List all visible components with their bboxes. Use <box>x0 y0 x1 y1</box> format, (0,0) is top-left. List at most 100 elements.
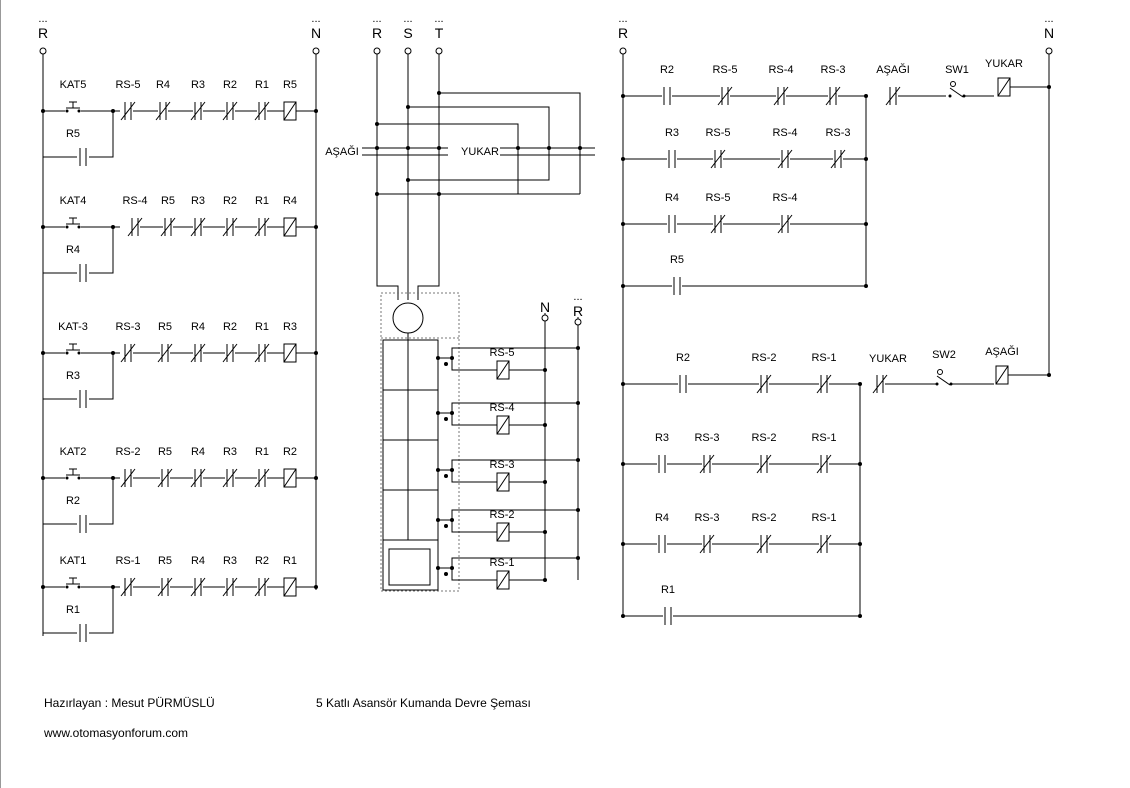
hold-contact-label: R4 <box>66 244 80 256</box>
nc-contact <box>120 343 136 363</box>
nc-contact-label: R3 <box>223 446 237 458</box>
floor-button-label: KAT5 <box>60 79 87 91</box>
junction-dot <box>450 356 454 360</box>
rail-dots: ... <box>618 13 627 25</box>
rail-label-s: S <box>403 25 412 41</box>
down-enable-contact <box>657 535 667 553</box>
up-sensor-nc-contact <box>773 86 789 106</box>
hold-branch <box>42 478 114 525</box>
up-limit-switch <box>948 81 966 99</box>
nc-contact <box>155 101 171 121</box>
rail-dots: ... <box>372 13 381 25</box>
nc-contact-label: R2 <box>255 555 269 567</box>
junction-dot <box>516 146 520 150</box>
junction-dot <box>41 351 45 355</box>
nc-contact <box>254 101 270 121</box>
junction-dot <box>436 468 440 472</box>
down-enable-label: R1 <box>661 584 675 596</box>
sensor-wire <box>438 557 578 569</box>
nc-contact <box>157 468 173 488</box>
floor-call-button <box>65 101 81 113</box>
position-sensor-label: RS-4 <box>489 402 514 414</box>
nc-contact-label: R5 <box>158 321 172 333</box>
nc-contact-label: R1 <box>255 195 269 207</box>
hold-contact <box>78 624 88 642</box>
up-interlock-contact <box>885 86 901 106</box>
junction-dot <box>621 542 625 546</box>
nc-contact-label: RS-5 <box>115 79 140 91</box>
position-sensor-coil <box>496 570 510 590</box>
down-enable-contact <box>657 455 667 473</box>
hold-contact <box>78 148 88 166</box>
down-enable-contact <box>678 375 688 393</box>
relay-coil-label: R4 <box>283 195 297 207</box>
junction-dot <box>450 518 454 522</box>
junction-dot <box>314 476 318 480</box>
down-limit-switch <box>935 369 953 387</box>
sensor-contact <box>444 524 448 528</box>
junction-dot <box>111 476 115 480</box>
nc-contact <box>190 577 206 597</box>
down-sensor-nc-label: RS-3 <box>694 432 719 444</box>
down-sensor-nc-label: RS-3 <box>694 512 719 524</box>
rail-label-r-right: R <box>618 25 628 41</box>
nc-contact <box>157 343 173 363</box>
up-sensor-nc-contact <box>710 214 726 234</box>
nc-contact <box>190 101 206 121</box>
up-sensor-nc-contact <box>777 214 793 234</box>
junction-dot <box>621 157 625 161</box>
relay-coil <box>283 577 297 597</box>
nc-contact-label: R2 <box>223 195 237 207</box>
terminal <box>619 47 627 55</box>
nc-contact-label: RS-2 <box>115 446 140 458</box>
down-sensor-nc-contact <box>699 534 715 554</box>
contactor-down-label: AŞAĞI <box>325 145 359 158</box>
junction-dot <box>543 368 547 372</box>
up-sensor-nc-contact <box>710 149 726 169</box>
junction-dot <box>437 192 441 196</box>
floor-call-button <box>65 468 81 480</box>
junction-dot <box>1047 85 1051 89</box>
down-sensor-nc-contact <box>816 374 832 394</box>
junction-dot <box>576 508 580 512</box>
junction-dot <box>436 411 440 415</box>
sensor-wire <box>451 568 497 581</box>
nc-contact <box>157 577 173 597</box>
floor-call-button <box>65 217 81 229</box>
up-interlock-label: AŞAĞI <box>876 63 910 76</box>
up-sensor-nc-label: RS-4 <box>772 192 797 204</box>
junction-dot <box>543 423 547 427</box>
down-motor-coil <box>995 365 1009 385</box>
junction-dot <box>621 614 625 618</box>
sensor-contact <box>444 417 448 421</box>
hold-branch <box>42 353 114 400</box>
junction-dot <box>375 122 379 126</box>
position-sensor-label: RS-1 <box>489 557 514 569</box>
down-coil-label: AŞAĞI <box>985 345 1019 358</box>
down-sensor-nc-label: RS-1 <box>811 352 836 364</box>
sensor-contact <box>444 474 448 478</box>
sensor-wire <box>451 470 497 483</box>
nc-contact <box>222 343 238 363</box>
up-enable-contact <box>667 215 677 233</box>
junction-dot <box>375 192 379 196</box>
sensor-wire <box>438 459 578 471</box>
junction-dot <box>375 146 379 150</box>
nc-contact-label: R4 <box>191 321 205 333</box>
diagram-title: 5 Katlı Asansör Kumanda Devre Şeması <box>316 696 531 710</box>
junction-dot <box>314 585 318 589</box>
nc-contact-label: RS-4 <box>122 195 147 207</box>
up-sensor-nc-label: RS-5 <box>705 127 730 139</box>
nc-contact <box>120 577 136 597</box>
relay-coil <box>283 343 297 363</box>
junction-dot <box>437 91 441 95</box>
up-enable-contact <box>662 87 672 105</box>
nc-contact <box>190 217 206 237</box>
sensor-wire <box>451 358 497 371</box>
nc-contact-label: RS-1 <box>115 555 140 567</box>
nc-contact-label: R5 <box>161 195 175 207</box>
nc-contact-label: RS-3 <box>115 321 140 333</box>
rail-dots: ... <box>573 291 582 303</box>
hold-branch <box>42 227 114 274</box>
up-sensor-nc-label: RS-5 <box>705 192 730 204</box>
